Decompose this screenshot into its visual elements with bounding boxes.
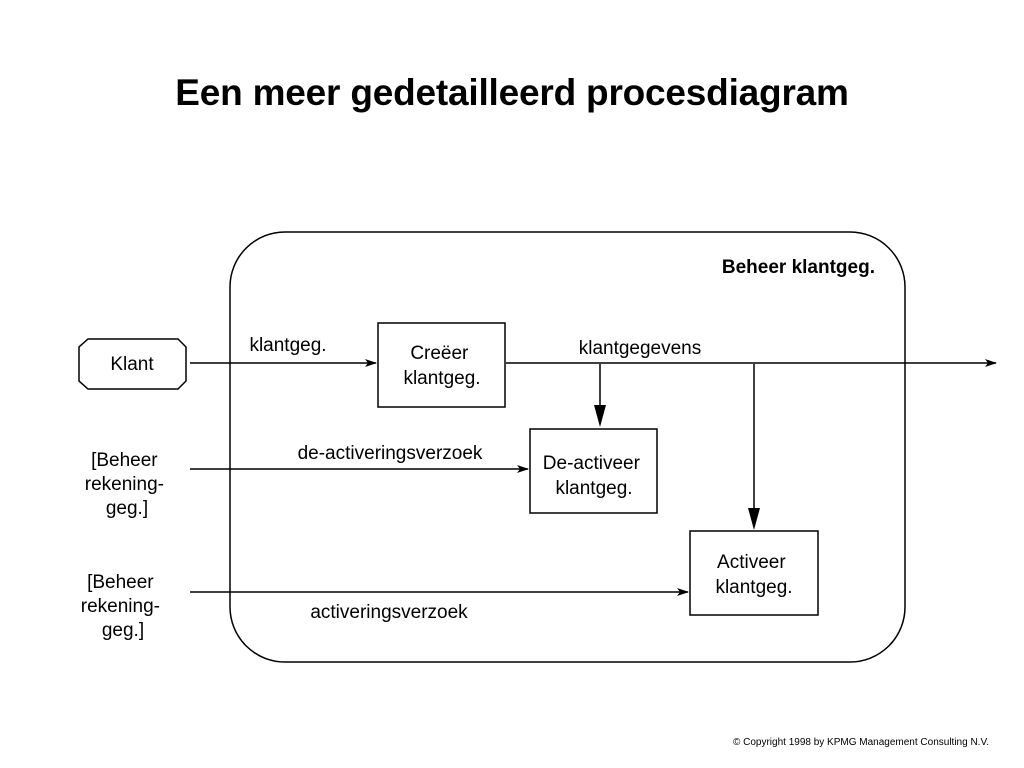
external-entity-klant-label: Klant [110, 354, 154, 375]
external-entity-klant [78, 338, 187, 390]
process-creeer-label: Creëer klantgeg. [403, 343, 480, 389]
arrowhead-to-deactiveer [594, 405, 606, 427]
external-source-1: [Beheer rekening- geg.] [85, 450, 170, 519]
flow-label-klantgeg: klantgeg. [249, 335, 326, 356]
process-deactiveer-klantgeg [529, 428, 658, 514]
flow-label-klantgegevens: klantgegevens [579, 338, 702, 359]
flow-label-deactiveringsverzoek: de-activeringsverzoek [298, 443, 483, 464]
process-deactiveer-label: De-activeer klantgeg. [543, 453, 645, 499]
process-activeer-label: Activeer klantgeg. [715, 552, 792, 598]
flow-label-activeringsverzoek: activeringsverzoek [310, 602, 468, 623]
container-boundary [229, 231, 906, 663]
process-creeer-klantgeg [377, 322, 506, 408]
process-activeer-klantgeg [689, 530, 819, 616]
arrowhead-to-activeer [748, 508, 760, 530]
page-title: Een meer gedetailleerd procesdiagram [175, 72, 849, 113]
external-source-2: [Beheer rekening- geg.] [81, 572, 166, 641]
copyright-notice: © Copyright 1998 by KPMG Management Cons… [732, 737, 989, 748]
container-label: Beheer klantgeg. [722, 257, 875, 278]
